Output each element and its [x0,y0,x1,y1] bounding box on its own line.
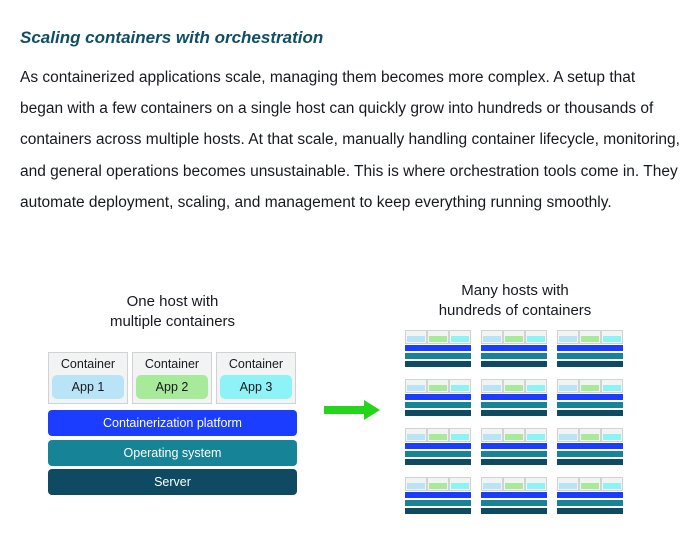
server-layer: Server [48,469,297,495]
mini-os-layer [481,451,547,457]
mini-os-layer [405,500,471,506]
right-arrow-icon [324,400,380,420]
container-2: Container App 2 [132,352,212,404]
mini-platform-layer [481,492,547,498]
mini-platform-layer [557,492,623,498]
mini-host [557,477,623,515]
mini-container-row [481,477,547,491]
mini-server-layer [557,508,623,514]
mini-os-layer [481,402,547,408]
mini-host [481,330,547,368]
mini-server-layer [481,410,547,416]
mini-platform-layer [405,394,471,400]
mini-server-layer [481,459,547,465]
app-3-box: App 3 [220,375,292,399]
app-1-box: App 1 [52,375,124,399]
container-label: Container [144,357,200,371]
mini-host [557,330,623,368]
mini-platform-layer [481,394,547,400]
mini-os-layer [405,451,471,457]
container-label: Container [228,357,284,371]
mini-server-layer [557,361,623,367]
operating-system-layer: Operating system [48,440,297,466]
mini-container-row [557,330,623,344]
mini-container-row [481,428,547,442]
mini-platform-layer [481,345,547,351]
containerization-platform-layer: Containerization platform [48,410,297,436]
mini-host [405,477,471,515]
container-1: Container App 1 [48,352,128,404]
mini-platform-layer [405,492,471,498]
mini-platform-layer [557,394,623,400]
mini-server-layer [405,410,471,416]
mini-host [557,428,623,466]
mini-container-row [405,379,471,393]
right-caption-line-2: hundreds of containers [438,302,592,319]
mini-os-layer [557,451,623,457]
container-label: Container [60,357,116,371]
mini-os-layer [557,353,623,359]
mini-os-layer [557,402,623,408]
mini-os-layer [481,500,547,506]
intro-paragraph: As containerized applications scale, man… [20,69,680,211]
left-caption: One host with multiple containers [60,292,285,332]
mini-os-layer [557,500,623,506]
mini-host [481,428,547,466]
mini-os-layer [405,353,471,359]
mini-server-layer [557,410,623,416]
mini-host [405,428,471,466]
mini-host [557,379,623,417]
right-caption-line-1: Many hosts with [461,282,569,299]
mini-server-layer [481,508,547,514]
mini-server-layer [405,361,471,367]
mini-server-layer [557,459,623,465]
mini-container-row [481,330,547,344]
mini-container-row [481,379,547,393]
mini-os-layer [405,402,471,408]
right-caption: Many hosts with hundreds of containers [400,281,630,321]
mini-container-row [557,428,623,442]
many-hosts-grid [405,330,627,520]
mini-server-layer [405,508,471,514]
mini-server-layer [481,361,547,367]
app-2-box: App 2 [136,375,208,399]
mini-container-row [557,477,623,491]
mini-platform-layer [481,443,547,449]
mini-host [481,379,547,417]
section-heading: Scaling containers with orchestration [20,28,324,47]
mini-host [481,477,547,515]
mini-container-row [557,379,623,393]
mini-platform-layer [405,443,471,449]
mini-platform-layer [557,443,623,449]
left-caption-line-1: One host with [126,293,219,310]
mini-platform-layer [557,345,623,351]
mini-os-layer [481,353,547,359]
mini-container-row [405,330,471,344]
container-3: Container App 3 [216,352,296,404]
mini-platform-layer [405,345,471,351]
mini-host [405,330,471,368]
left-caption-line-2: multiple containers [109,313,236,330]
mini-container-row [405,428,471,442]
mini-container-row [405,477,471,491]
mini-host [405,379,471,417]
mini-server-layer [405,459,471,465]
